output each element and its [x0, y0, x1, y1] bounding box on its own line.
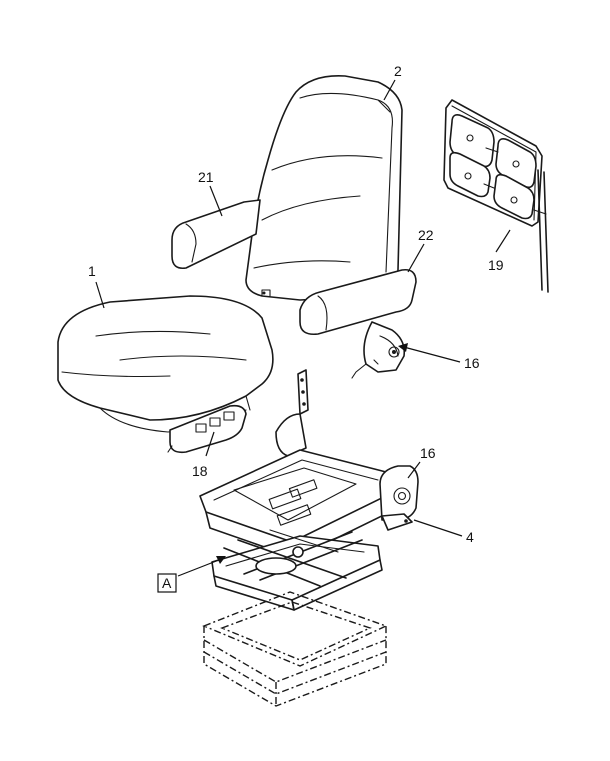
callout-19: 19: [488, 257, 504, 273]
seat-back: [245, 75, 403, 301]
callout-4: 4: [466, 529, 474, 545]
seat-pan-frame: [199, 449, 399, 559]
callout-1: 1: [88, 263, 96, 279]
back-frame-upright: [275, 369, 309, 457]
right-armrest: [299, 268, 417, 336]
callout-16-plate: 16: [420, 445, 436, 461]
seat-cushion: [57, 295, 274, 433]
callout-18: 18: [192, 463, 208, 479]
view-marker-label: A: [162, 575, 172, 591]
callout-16-recline: 16: [464, 355, 480, 371]
recline-mechanism: [351, 321, 406, 379]
mounting-frame-dashed: [202, 591, 388, 707]
view-marker: A: [157, 573, 177, 593]
callout-21: 21: [198, 169, 214, 185]
switch-control: [167, 404, 247, 454]
suspension-base: [211, 529, 383, 611]
callout-labels: 1 2 4 16 16 18 19 21 22: [88, 63, 504, 545]
callout-22: 22: [418, 227, 434, 243]
heater-pad: [443, 99, 549, 293]
callout-2: 2: [394, 63, 402, 79]
side-plate: [379, 465, 419, 531]
left-armrest: [171, 199, 261, 270]
leader-lines: [95, 79, 511, 577]
